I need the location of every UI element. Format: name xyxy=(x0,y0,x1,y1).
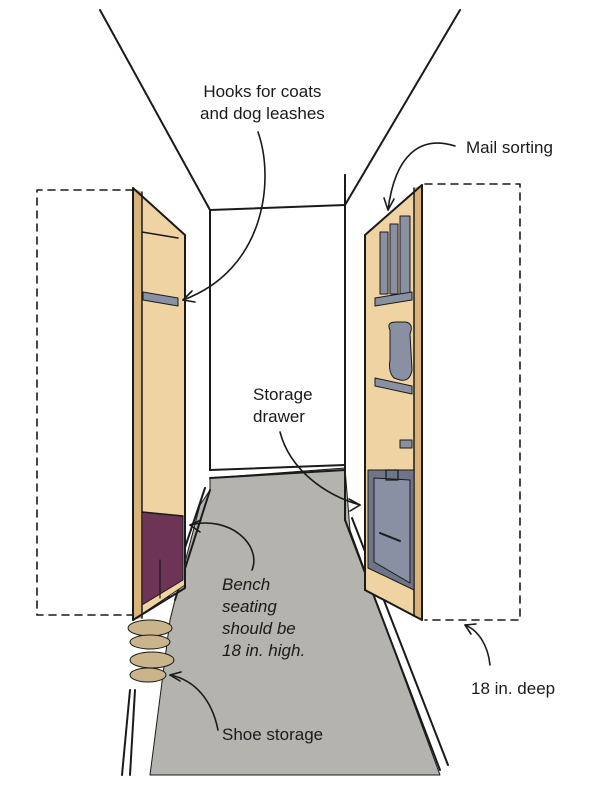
leader-lines xyxy=(169,131,491,731)
coat-hook-bar xyxy=(142,291,179,307)
left-bench-cubby xyxy=(132,187,186,621)
mail-sorting-label: Mail sorting xyxy=(466,138,553,157)
mail-leader xyxy=(387,142,456,211)
hooks-label: Hooks for coats and dog leashes xyxy=(200,82,325,123)
shoes-leader xyxy=(169,674,219,731)
back-wall xyxy=(209,204,346,479)
bench-leader xyxy=(189,522,255,571)
hallway-floor xyxy=(149,467,441,776)
shoes xyxy=(127,619,175,683)
hooks-leader xyxy=(182,131,266,301)
drawer-leader xyxy=(279,431,361,506)
storage-drawer-label: Storage drawer xyxy=(253,385,313,426)
shoe-storage-label: Shoe storage xyxy=(222,725,324,744)
glass-jar xyxy=(388,321,413,381)
depth-leader xyxy=(464,624,491,666)
right-storage-cubby xyxy=(364,184,423,621)
depth-dashed-outlines xyxy=(36,183,521,621)
depth-label: 18 in. deep xyxy=(471,679,556,698)
bench-height-label: Bench seating should be 18 in. high. xyxy=(222,575,306,660)
